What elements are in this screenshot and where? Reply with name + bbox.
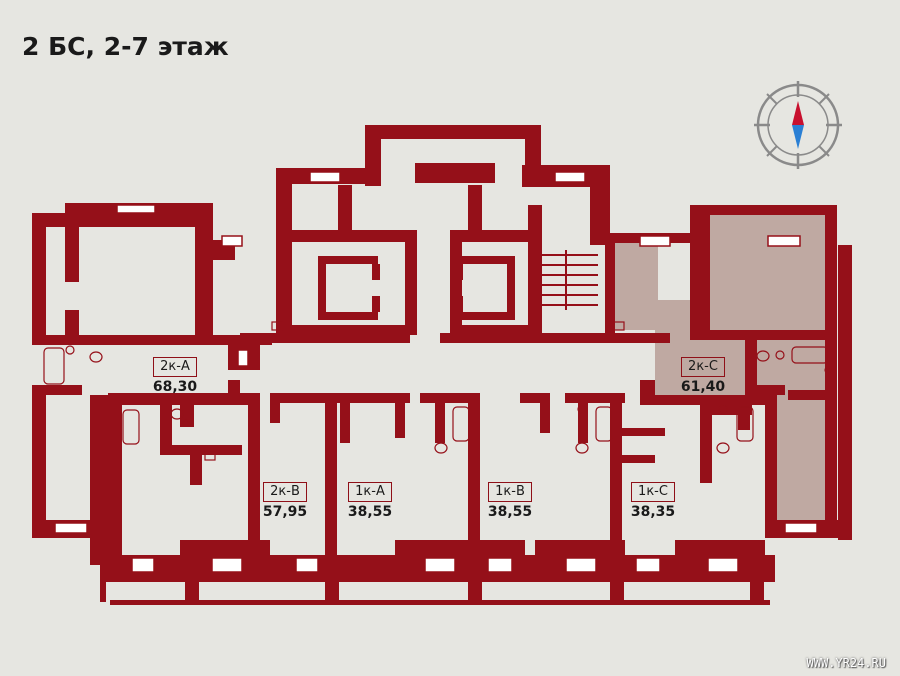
unit-code: 2к-С [681, 357, 725, 377]
windows [54, 171, 818, 573]
watermark: WWW.YR24.RU [806, 656, 886, 670]
unit-code: 1к-С [631, 482, 675, 502]
unit-code: 1к-В [488, 482, 532, 502]
walls [32, 125, 852, 605]
unit-area: 57,95 [262, 504, 308, 520]
unit-label-2k-b[interactable]: 2к-В 57,95 [250, 480, 320, 520]
unit-code: 2к-В [263, 482, 307, 502]
unit-area: 38,55 [347, 504, 393, 520]
unit-code: 1к-А [348, 482, 392, 502]
unit-area: 38,35 [630, 504, 676, 520]
unit-area: 68,30 [152, 379, 198, 395]
unit-area: 38,55 [487, 504, 533, 520]
unit-label-1k-b[interactable]: 1к-В 38,55 [475, 480, 545, 520]
staircase [542, 250, 598, 310]
unit-label-2k-a[interactable]: 2к-А 68,30 [140, 355, 210, 395]
compass-rose-icon [754, 81, 842, 169]
bathroom-fixtures [43, 321, 832, 461]
unit-label-1k-c[interactable]: 1к-С 38,35 [618, 480, 688, 520]
unit-label-2k-c[interactable]: 2к-С 61,40 [668, 355, 738, 395]
page-title: 2 БС, 2-7 этаж [22, 32, 229, 61]
unit-label-1k-a[interactable]: 1к-А 38,55 [335, 480, 405, 520]
unit-area: 61,40 [680, 379, 726, 395]
unit-code: 2к-А [153, 357, 197, 377]
